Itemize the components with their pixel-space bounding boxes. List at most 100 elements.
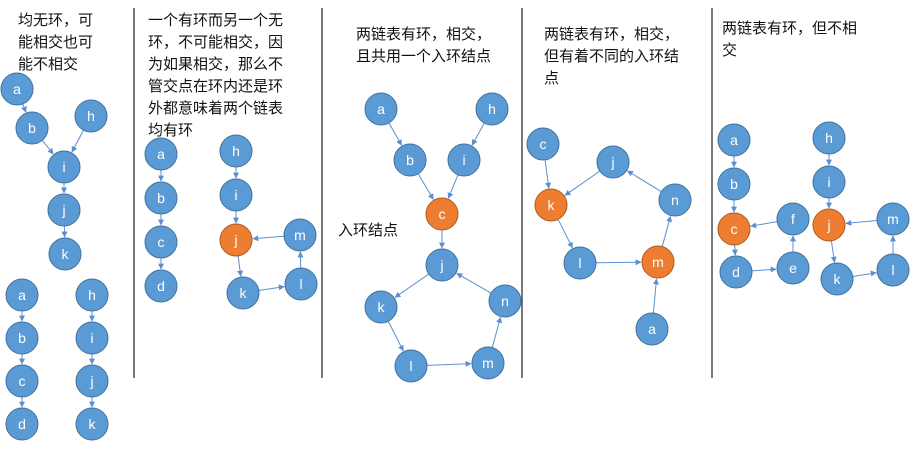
- node-circle: [876, 253, 910, 287]
- node-h: h: [219, 134, 253, 168]
- node-label: n: [671, 192, 679, 208]
- node-circle: [226, 276, 260, 310]
- node-circle: [812, 208, 846, 242]
- edge-p1a-p1b: [21, 103, 27, 113]
- node-c: c: [5, 364, 39, 398]
- node-l: l: [876, 253, 910, 287]
- node-label: m: [887, 211, 899, 227]
- node-d: d: [5, 407, 39, 441]
- node-label: k: [378, 299, 386, 315]
- node-circle: [219, 178, 253, 212]
- node-circle: [717, 212, 751, 246]
- node-circle: [283, 218, 317, 252]
- node-label: c: [540, 136, 547, 152]
- node-circle: [75, 278, 109, 312]
- node-circle: [526, 127, 560, 161]
- node-label: l: [299, 276, 302, 292]
- panel-3-caption: 两链表有环，相交， 且共用一个入环结点: [356, 25, 496, 65]
- node-label: m: [482, 355, 494, 371]
- node-n: n: [488, 284, 522, 318]
- node-circle: [5, 321, 39, 355]
- node-label: c: [731, 221, 738, 237]
- node-i: i: [47, 150, 81, 184]
- node-circle: [144, 269, 178, 303]
- node-a: a: [144, 137, 178, 171]
- node-m-highlighted: m: [641, 245, 675, 279]
- edge-p3k-p3l: [387, 321, 404, 352]
- node-label: h: [488, 101, 496, 117]
- node-a: a: [364, 92, 398, 126]
- node-i: i: [812, 165, 846, 199]
- node-label: h: [232, 143, 240, 159]
- node-j: j: [47, 193, 81, 227]
- node-label: i: [827, 174, 830, 190]
- node-label: j: [61, 202, 65, 218]
- node-circle: [47, 150, 81, 184]
- node-label: d: [157, 278, 165, 294]
- panel-4-caption: 两链表有环，相交， 但有着不同的入环结 点: [544, 25, 684, 87]
- node-k-highlighted: k: [534, 188, 568, 222]
- node-a: a: [0, 72, 34, 106]
- node-h: h: [74, 99, 108, 133]
- node-label: m: [652, 254, 664, 270]
- node-circle: [563, 246, 597, 280]
- node-circle: [15, 111, 49, 145]
- node-circle: [658, 183, 692, 217]
- node-circle: [0, 72, 34, 106]
- node-label: a: [730, 132, 738, 148]
- node-h: h: [812, 121, 846, 155]
- node-circle: [5, 407, 39, 441]
- node-label: l: [578, 255, 581, 271]
- node-circle: [534, 188, 568, 222]
- node-circle: [776, 202, 810, 236]
- node-label: a: [377, 101, 385, 117]
- node-d: d: [719, 255, 753, 289]
- node-m: m: [876, 202, 910, 236]
- node-circle: [488, 284, 522, 318]
- edge-p4k-p4l: [557, 219, 573, 249]
- edge-p3m-p3n: [491, 316, 502, 348]
- node-circle: [393, 143, 427, 177]
- node-label: b: [406, 152, 414, 168]
- edge-p3l-p3m: [426, 360, 472, 367]
- node-circle: [47, 193, 81, 227]
- node-n: n: [658, 183, 692, 217]
- edge-p4m-p4n: [661, 215, 672, 247]
- node-b: b: [393, 143, 427, 177]
- node-c-highlighted: c: [425, 197, 459, 231]
- node-circle: [5, 364, 39, 398]
- node-h: h: [75, 278, 109, 312]
- node-label: j: [610, 154, 614, 170]
- edge-p2m-p2j: [252, 235, 285, 242]
- node-circle: [219, 134, 253, 168]
- edge-p3a-p3b: [388, 122, 403, 146]
- node-circle: [74, 99, 108, 133]
- node-k: k: [364, 290, 398, 324]
- edge-p1b-p1i: [41, 140, 54, 155]
- node-a: a: [635, 312, 669, 346]
- node-circle: [876, 202, 910, 236]
- panel-2-caption: 一个有环而另一个无 环，不可能相交，因 为如果相交，那么不 管交点在环内还是环 …: [148, 11, 288, 139]
- node-f: f: [776, 202, 810, 236]
- node-circle: [820, 262, 854, 296]
- node-c-highlighted: c: [717, 212, 751, 246]
- node-circle: [5, 278, 39, 312]
- node-label: a: [13, 81, 21, 97]
- edge-p1h-p1i: [71, 129, 84, 153]
- edge-p4n-p4j: [626, 170, 662, 193]
- node-label: j: [439, 257, 443, 273]
- node-k: k: [820, 262, 854, 296]
- edge-p5j-p5k: [830, 240, 837, 263]
- node-label: k: [62, 246, 70, 262]
- node-label: i: [90, 330, 93, 346]
- node-circle: [364, 92, 398, 126]
- node-b: b: [5, 321, 39, 355]
- node-circle: [75, 407, 109, 441]
- node-label: l: [409, 358, 412, 374]
- node-i: i: [447, 143, 481, 177]
- node-label: l: [891, 262, 894, 278]
- node-label: b: [18, 330, 26, 346]
- node-b: b: [717, 167, 751, 201]
- node-label: h: [88, 287, 96, 303]
